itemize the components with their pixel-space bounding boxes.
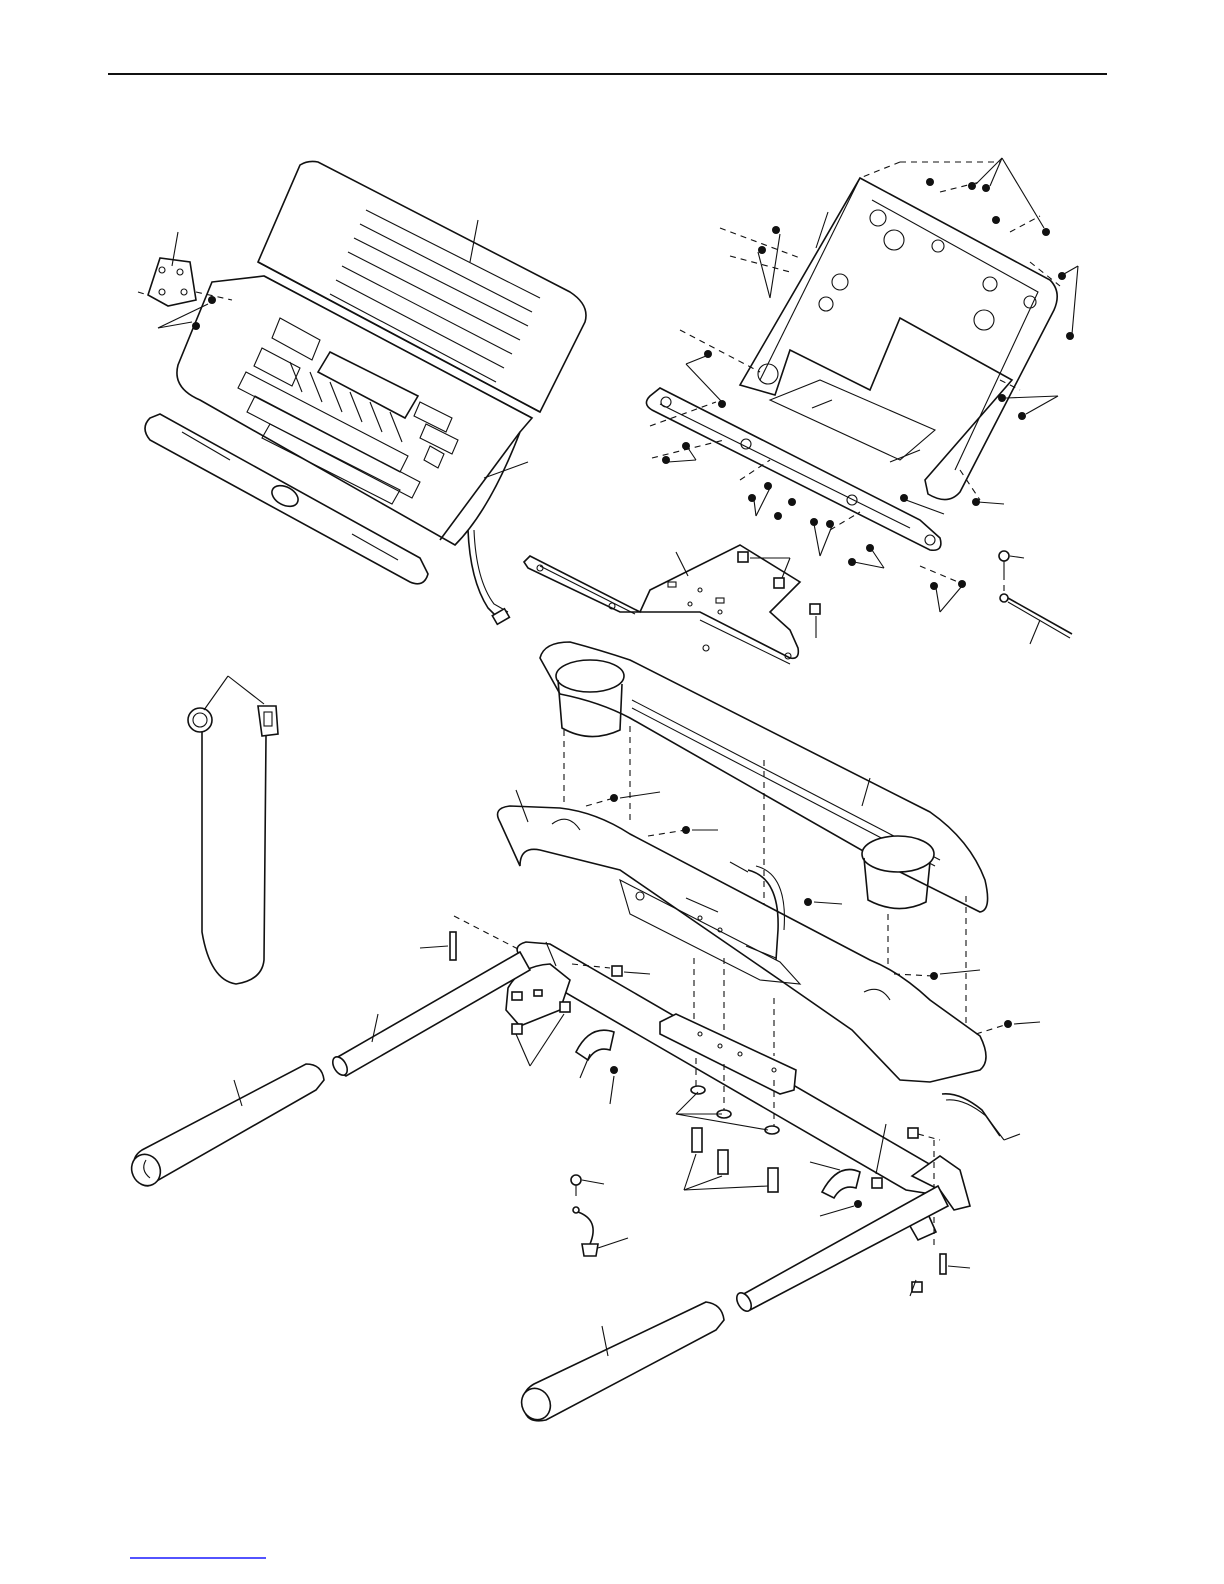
ground-wire	[571, 1175, 628, 1256]
console-cable	[468, 530, 500, 620]
wire-tie	[999, 551, 1072, 644]
key-and-clip	[188, 676, 278, 984]
console-assembly	[145, 161, 586, 624]
